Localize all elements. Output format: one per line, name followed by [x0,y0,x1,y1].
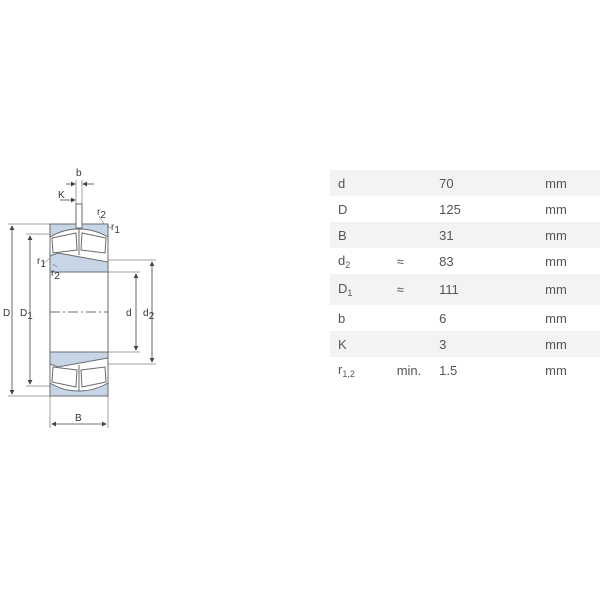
spec-symbol: b [338,310,346,326]
spec-qualifier: ≈ [388,274,432,305]
spec-qualifier [389,196,431,222]
bearing-cross-section-drawing: b K r2 r1 r1 r2 D D1 d d2 B [3,168,156,428]
spec-qualifier [388,331,432,357]
label-D1: D1 [20,308,33,322]
spec-qualifier [388,222,432,248]
spec-symbol: D [338,201,348,217]
spec-symbol: d2 [338,252,351,270]
spec-qualifier [389,305,431,331]
spec-row: r1,2 min. 1.5 mm [330,357,600,383]
spec-value: 70 [431,170,538,196]
label-r1-top: r1 [111,222,120,236]
spec-unit: mm [545,310,567,326]
roller-left-top [51,232,78,254]
spec-value: 83 [439,253,454,269]
spec-symbol: r1,2 [338,361,355,379]
label-d: d [126,308,132,319]
spec-unit: mm [545,253,567,269]
lubrication-hole [75,203,83,229]
label-d2: d2 [143,308,155,322]
spec-unit: mm [537,170,600,196]
dimension-labels: b K r2 r1 r1 r2 D D1 d d2 B [3,168,155,424]
spec-row: d2 ≈83 mm [330,248,600,274]
spec-qualifier: ≈ [396,253,404,269]
spec-symbol: K [330,331,389,357]
spec-unit: mm [537,274,600,305]
spec-row: D 125 mm [330,196,600,222]
label-K: K [58,190,65,201]
spec-qualifier [388,170,432,196]
roller-right-bottom [80,366,107,388]
spec-value: 1.5 [439,362,458,378]
dimension-lines [8,180,156,428]
label-r2-top: r2 [97,207,106,221]
spec-unit: mm [545,362,567,378]
spec-unit: mm [537,222,600,248]
spec-symbol: d [330,170,389,196]
spec-value: 6 [439,310,447,326]
spec-qualifier: min. [396,362,422,378]
spec-value: 3 [431,331,538,357]
spec-row: b 6 mm [330,305,600,331]
spec-value: 111 [431,274,538,305]
spec-symbol: D1 [330,274,389,305]
spec-unit: mm [545,201,567,217]
spec-unit: mm [537,331,600,357]
label-D: D [3,308,10,319]
label-B: B [75,413,82,424]
label-r2-left: r2 [51,268,60,282]
roller-right-top [80,232,107,254]
roller-left-bottom [51,366,78,388]
spec-symbol: B [330,222,389,248]
spec-value: 31 [431,222,538,248]
spec-value: 125 [439,201,461,217]
upper-bearing-section [49,223,109,273]
label-b: b [76,168,82,179]
lower-bearing-section [49,351,109,397]
label-r1-left: r1 [37,256,46,270]
